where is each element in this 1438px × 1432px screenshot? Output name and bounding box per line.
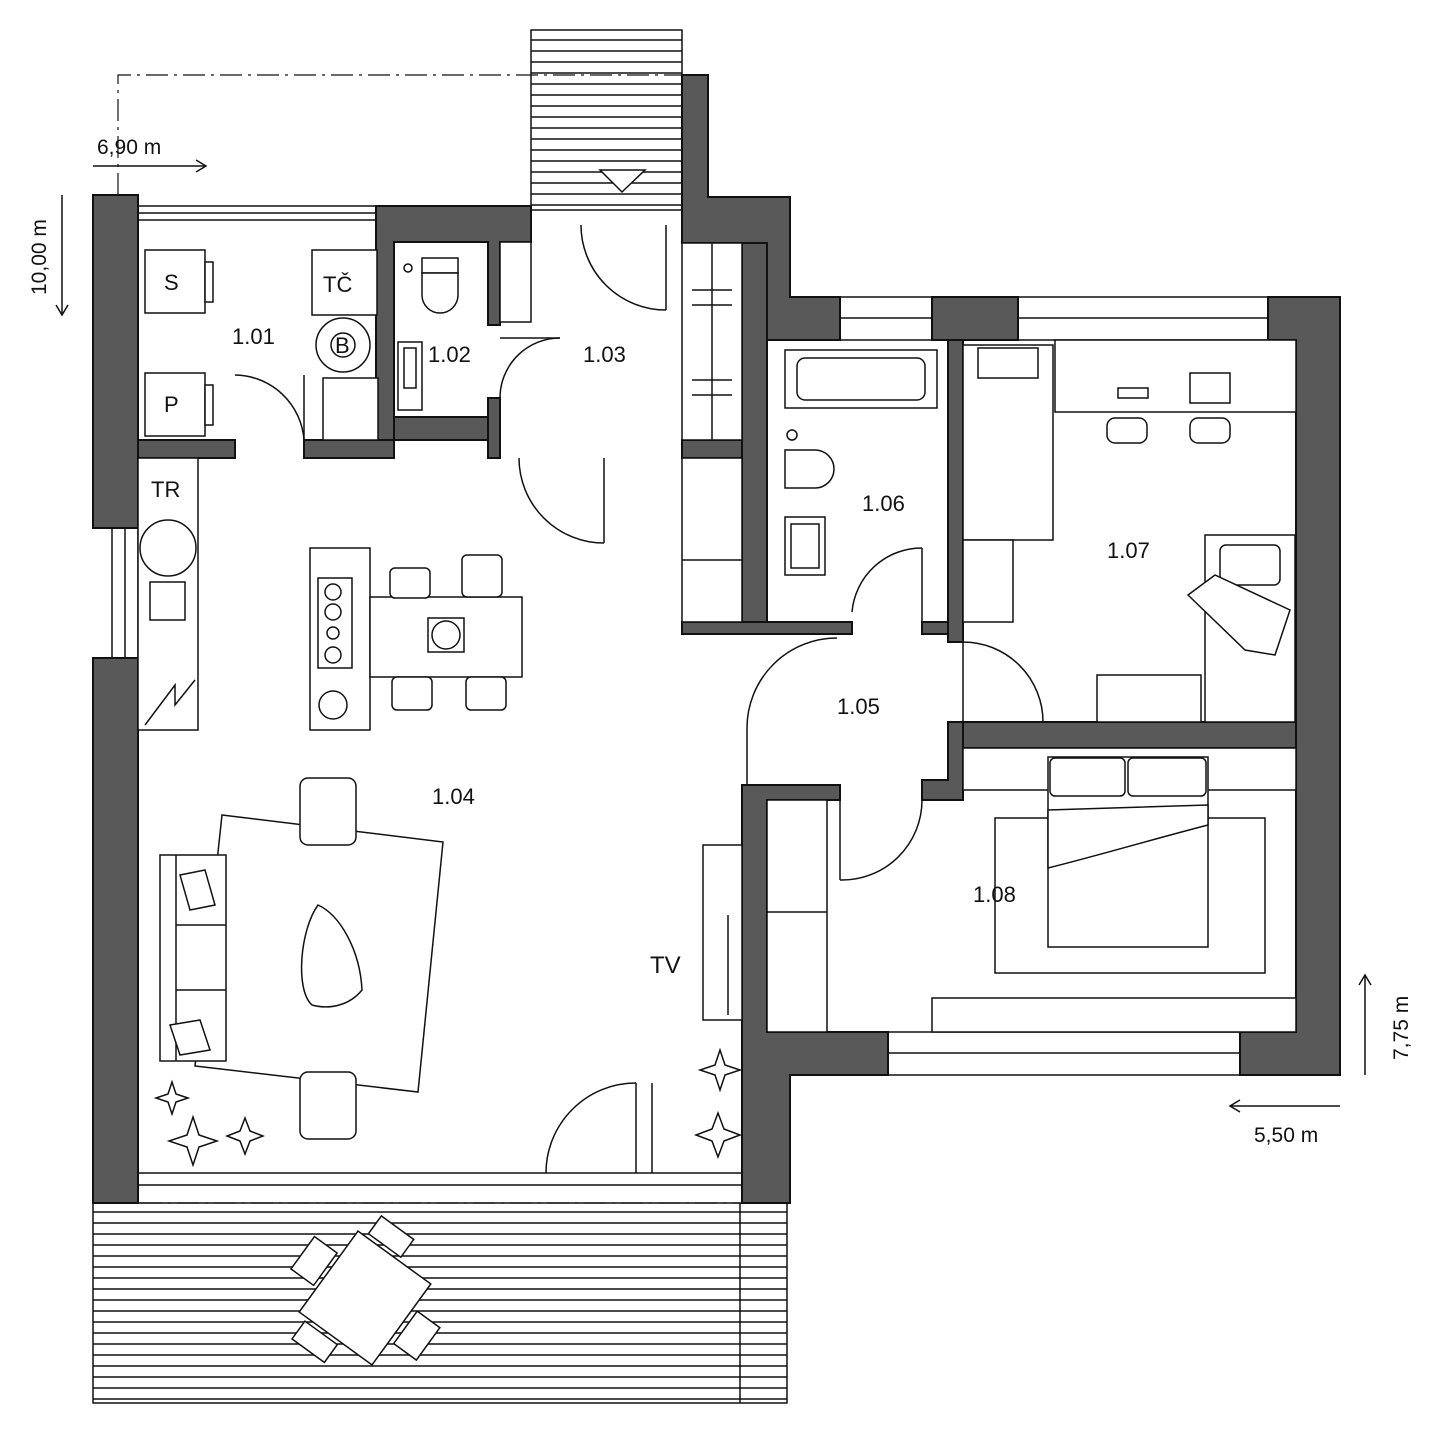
room-label-1-06: 1.06 bbox=[862, 491, 905, 516]
technical-room-fixtures bbox=[144, 249, 379, 441]
tv-unit bbox=[702, 844, 743, 1021]
dimension-left-height: 10,00 m bbox=[28, 219, 51, 295]
doors bbox=[234, 224, 1044, 1174]
fixture-label-p: P bbox=[164, 392, 179, 417]
hall-wardrobes bbox=[681, 242, 820, 951]
dimension-right-height: 7,75 m bbox=[1390, 996, 1413, 1060]
bedroom-furniture bbox=[766, 747, 1297, 1033]
hall-shelf bbox=[499, 241, 532, 323]
armchair-bottom bbox=[299, 1071, 357, 1140]
room-label-1-07: 1.07 bbox=[1107, 538, 1150, 563]
living-furniture bbox=[159, 777, 743, 1140]
kids-room-furniture bbox=[962, 339, 1297, 723]
wc-fixtures bbox=[397, 241, 532, 411]
plant-icon bbox=[166, 1114, 220, 1168]
plant-icon bbox=[693, 1110, 743, 1160]
fixture-label-tc: TČ bbox=[323, 272, 352, 297]
entrance-arrow-icon bbox=[598, 169, 647, 194]
toilet bbox=[421, 272, 459, 314]
dimension-line-top bbox=[117, 74, 682, 195]
kids-shelf bbox=[1096, 674, 1202, 723]
room-label-1-08: 1.08 bbox=[973, 882, 1016, 907]
desk bbox=[1054, 339, 1297, 413]
kitchen-fixtures bbox=[137, 457, 523, 731]
dimension-right-width: 5,50 m bbox=[1254, 1124, 1318, 1147]
stove bbox=[139, 519, 197, 577]
fixture-label-b: B bbox=[335, 333, 350, 358]
appliance-s bbox=[144, 249, 206, 314]
plant-icon bbox=[224, 1115, 266, 1157]
plant-icon bbox=[697, 1047, 743, 1093]
room-label-1-04: 1.04 bbox=[432, 784, 475, 809]
beanbag bbox=[300, 904, 363, 1008]
terrace-furniture bbox=[289, 1214, 441, 1366]
dimension-top-width: 6,90 m bbox=[97, 136, 161, 159]
room-label-1-01: 1.01 bbox=[232, 324, 275, 349]
step-boards bbox=[531, 39, 682, 206]
fixture-label-tv: TV bbox=[650, 952, 681, 979]
room-label-1-03: 1.03 bbox=[583, 342, 626, 367]
bedroom-wardrobe bbox=[766, 799, 828, 1033]
terrace-boards bbox=[93, 1211, 787, 1400]
fixture-label-tr: TR bbox=[151, 477, 180, 502]
plant-icon bbox=[153, 1079, 191, 1117]
entrance-steps bbox=[530, 29, 683, 211]
dimension-arrows bbox=[55, 159, 1372, 1113]
bathroom-toilet bbox=[784, 449, 835, 489]
appliance-p bbox=[144, 372, 206, 437]
terrace-decking bbox=[92, 1202, 788, 1404]
room-label-1-02: 1.02 bbox=[428, 342, 471, 367]
bathroom-fixtures bbox=[784, 349, 938, 576]
room-label-1-05: 1.05 bbox=[837, 694, 880, 719]
appliance-tc bbox=[311, 249, 378, 316]
armchair-top bbox=[299, 777, 357, 846]
fixture-label-s: S bbox=[164, 270, 179, 295]
kitchen-sink bbox=[149, 581, 186, 621]
terrace-table bbox=[298, 1230, 432, 1366]
bedroom-bench bbox=[931, 997, 1297, 1033]
